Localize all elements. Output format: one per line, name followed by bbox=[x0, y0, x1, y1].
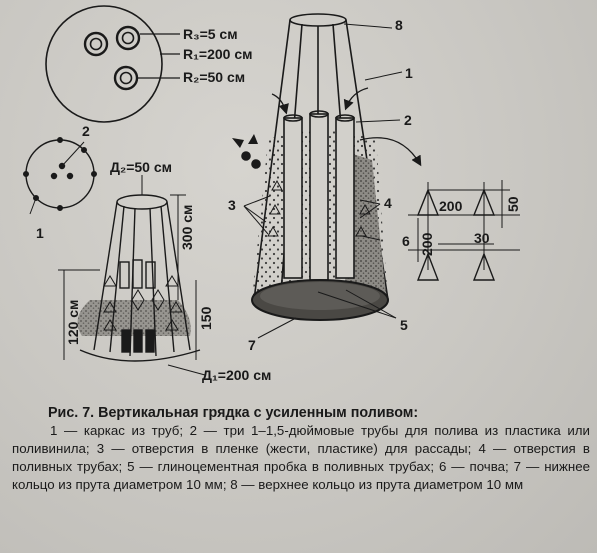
callout-1: 1 bbox=[405, 65, 413, 81]
callout-8: 8 bbox=[395, 17, 403, 33]
top-view-large-circle bbox=[45, 5, 180, 123]
hole-spacing-diagram bbox=[408, 180, 520, 281]
callout-7: 7 bbox=[248, 337, 256, 353]
dim-30: 30 bbox=[474, 230, 490, 246]
callout-4: 4 bbox=[384, 195, 392, 211]
figure-caption: Рис. 7. Вертикальная грядка с усиленным … bbox=[12, 404, 590, 494]
dim-150: 150 bbox=[198, 306, 214, 330]
label-r1: R₁=200 см bbox=[183, 46, 253, 62]
small-structure bbox=[58, 175, 206, 376]
label-r2: R₂=50 см bbox=[183, 69, 246, 85]
dim-200-horizontal: 200 bbox=[439, 198, 463, 214]
main-structure bbox=[232, 13, 422, 339]
dim-d2: Д₂=50 см bbox=[110, 159, 172, 175]
dim-200-vertical: 200 bbox=[419, 232, 435, 256]
diagram bbox=[23, 5, 520, 376]
callout-small-2: 2 bbox=[82, 123, 90, 139]
dim-300: 300 см bbox=[179, 204, 195, 250]
label-r3: R₃=5 см bbox=[183, 26, 238, 42]
callout-3: 3 bbox=[228, 197, 236, 213]
callout-6: 6 bbox=[402, 233, 410, 249]
caption-title: Рис. 7. Вертикальная грядка с усиленным … bbox=[48, 405, 419, 421]
dim-d1: Д₁=200 см bbox=[202, 367, 272, 383]
caption-body: 1 — каркас из труб; 2 — три 1–1,5-дюймов… bbox=[12, 423, 590, 492]
callout-5: 5 bbox=[400, 317, 408, 333]
dim-50: 50 bbox=[505, 196, 521, 212]
callout-small-1: 1 bbox=[36, 225, 44, 241]
callout-2: 2 bbox=[404, 112, 412, 128]
dim-120: 120 см bbox=[65, 299, 81, 345]
top-view-small-circle bbox=[23, 136, 97, 215]
